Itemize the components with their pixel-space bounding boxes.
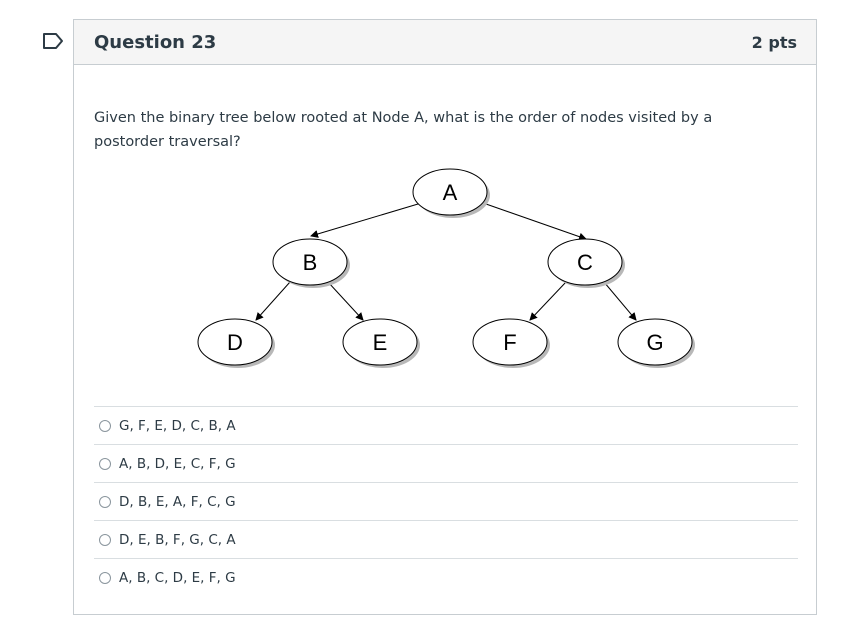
radio-button[interactable] [99, 495, 111, 508]
answer-label: D, B, E, A, F, C, G [119, 493, 236, 510]
answer-label: G, F, E, D, C, B, A [119, 417, 236, 434]
tree-node-b-label: B [303, 250, 318, 275]
answer-option-3[interactable]: D, B, E, A, F, C, G [94, 482, 798, 520]
question-header: Question 23 2 pts [74, 20, 816, 65]
flag-question-icon[interactable] [42, 32, 64, 50]
binary-tree-diagram: A B C D E F G [197, 168, 695, 368]
answer-option-5[interactable]: A, B, C, D, E, F, G [94, 558, 798, 596]
answer-label: D, E, B, F, G, C, A [119, 531, 236, 548]
tree-node-e-label: E [373, 330, 388, 355]
edge-c-f [529, 281, 567, 321]
tree-node-f: F [472, 318, 548, 366]
radio-button[interactable] [99, 419, 111, 432]
answer-option-1[interactable]: G, F, E, D, C, B, A [94, 406, 798, 444]
edge-a-b [310, 203, 419, 238]
answer-label: A, B, C, D, E, F, G [119, 569, 236, 586]
tree-node-e: E [342, 318, 418, 366]
tree-node-b: B [272, 238, 348, 286]
edge-b-e [327, 281, 364, 321]
question-title: Question 23 [94, 31, 217, 53]
tree-node-f-label: F [503, 330, 516, 355]
radio-button[interactable] [99, 571, 111, 584]
question-card: Question 23 2 pts Given the binary tree … [73, 19, 817, 615]
edge-a-c [485, 203, 587, 241]
tree-node-g-label: G [646, 330, 663, 355]
question-text: Given the binary tree below rooted at No… [94, 110, 713, 150]
tree-node-a: A [412, 168, 488, 216]
tree-node-g: G [617, 318, 693, 366]
answer-label: A, B, D, E, C, F, G [119, 455, 236, 472]
radio-button[interactable] [99, 457, 111, 470]
edge-c-g [603, 281, 637, 321]
radio-button[interactable] [99, 533, 111, 546]
question-points: 2 pts [751, 32, 797, 52]
tree-node-c-label: C [577, 250, 593, 275]
edge-b-d [255, 281, 291, 321]
tree-node-d-label: D [227, 330, 243, 355]
answer-list: G, F, E, D, C, B, A A, B, D, E, C, F, G … [94, 406, 798, 596]
answer-option-4[interactable]: D, E, B, F, G, C, A [94, 520, 798, 558]
tree-node-d: D [197, 318, 273, 366]
tree-node-a-label: A [443, 180, 458, 205]
answer-option-2[interactable]: A, B, D, E, C, F, G [94, 444, 798, 482]
tree-node-c: C [547, 238, 623, 286]
